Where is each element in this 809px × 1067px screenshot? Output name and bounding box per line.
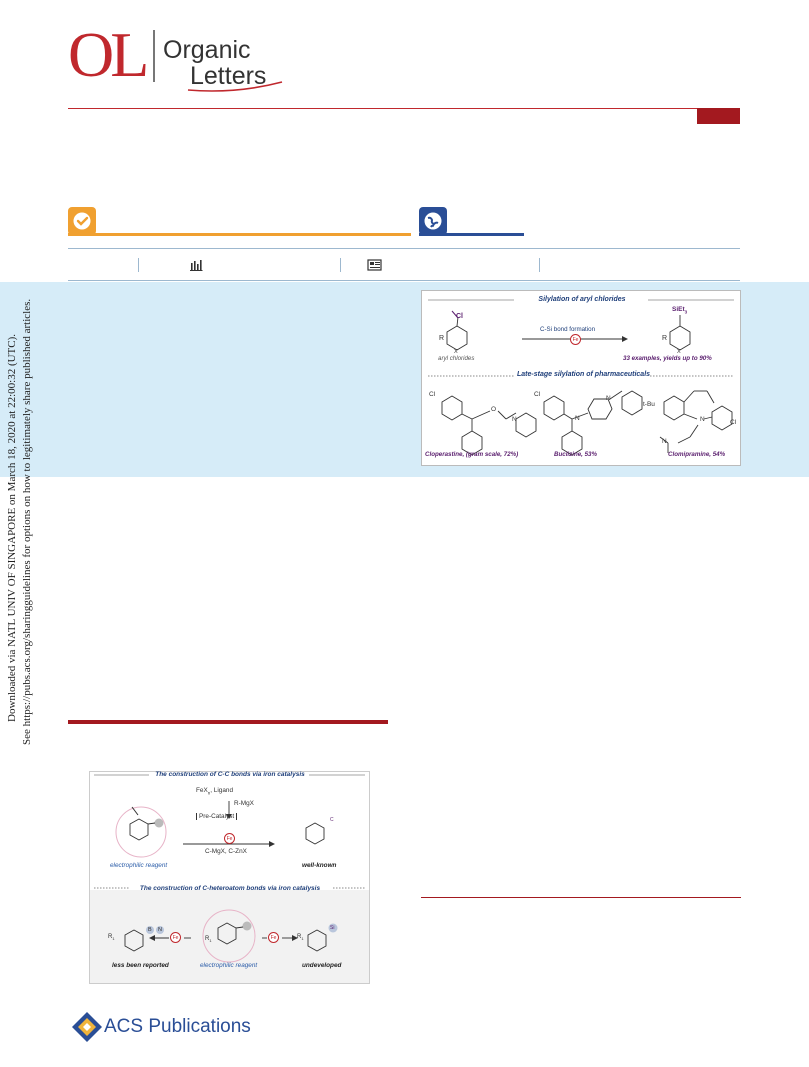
fe-catalyst-circle: Fe (570, 334, 581, 345)
metrics-bottom-rule (68, 280, 740, 281)
product-group-label: SiEt3 (672, 306, 687, 314)
figure-1-reagents-3: C-MgX, C-ZnX (205, 848, 247, 855)
check-badge-icon[interactable] (68, 207, 96, 235)
clomipramine-cl: Cl (730, 419, 737, 426)
fig-fe-catalyst-circle: Fe (224, 833, 235, 844)
cloperastine-cl: Cl (429, 391, 436, 398)
globe-icon[interactable] (419, 207, 447, 235)
section-rule (68, 720, 388, 724)
product-c-atom: C (330, 817, 334, 823)
atom-si-label: Si (330, 925, 335, 931)
figure-1-title-top: The construction of C-C bonds via iron c… (155, 771, 305, 778)
clomipramine-n1: N (700, 416, 705, 423)
sharing-guidelines-notice[interactable]: See https://pubs.acs.org/sharingguidelin… (21, 298, 33, 745)
article-recommendations-icon[interactable] (367, 258, 383, 272)
metrics-separator (539, 258, 540, 272)
feX-sub: n (207, 790, 211, 796)
metrics-separator (138, 258, 139, 272)
download-notice: Downloaded via NATL UNIV OF SINGAPORE on… (6, 333, 18, 722)
ring-x-label: X (454, 349, 458, 355)
metrics-separator (340, 258, 341, 272)
lower-left-label: less been reported (112, 962, 169, 969)
footnote-rule (421, 897, 741, 898)
buclizine-n1: N (575, 415, 580, 422)
buclizine-tbu: t-Bu (643, 401, 655, 408)
substituent-label: Cl (456, 313, 463, 320)
open-access-bar (419, 233, 524, 236)
acs-logo-icon[interactable] (70, 1010, 104, 1044)
ring-r: R (108, 934, 113, 940)
figure-1-title-bottom: The construction of C-heteroatom bonds v… (139, 885, 321, 892)
lower-left-r-label: R1 (108, 934, 115, 941)
cloperastine-n: N (512, 416, 517, 423)
journal-name-word-1: Organic (163, 36, 251, 64)
result-label: 33 examples, yields up to 90% (623, 355, 712, 362)
ring-r: R (205, 936, 210, 942)
buclizine-n2: N (606, 395, 611, 402)
ring-r-label: R (439, 335, 445, 342)
metrics-top-rule (68, 248, 740, 249)
publisher-name[interactable]: ACS Publications (104, 1016, 251, 1037)
ring-r: R (297, 934, 302, 940)
lower-right-r-label: R1 (297, 934, 304, 941)
figure-1-right-label: well-known (302, 862, 337, 869)
toc-structures (428, 299, 734, 456)
ligand-label: , Ligand (210, 787, 233, 794)
clomipramine-caption: Clomipramine, 54% (668, 451, 726, 458)
pre-catalyst-label: Pre-Catalyst (196, 813, 238, 820)
ring-r-sub: 1 (209, 938, 212, 944)
lower-center-r-label: R1 (205, 936, 212, 943)
ring-r-sub: 1 (301, 936, 304, 942)
product-x-label: X (677, 349, 681, 355)
header-rule (68, 108, 740, 109)
atom-b-label: B (148, 927, 152, 933)
buclizine-caption: Buclizine, 53% (554, 451, 597, 458)
feX-label: FeX (196, 787, 208, 794)
figure-1-reagents-2: R-MgX (234, 800, 254, 807)
clomipramine-n2: N (662, 438, 667, 445)
lower-fe-circle-left: Fe (170, 932, 181, 943)
article-type-tab (697, 108, 740, 124)
lower-center-label: electrophilic reagent (200, 962, 258, 969)
buclizine-cl: Cl (534, 391, 541, 398)
journal-name-word-2: Letters (190, 62, 267, 90)
toc-title-bottom: Late-stage silylation of pharmaceuticals (517, 371, 651, 378)
logo-swoosh (187, 81, 283, 92)
metrics-chart-icon[interactable] (189, 258, 203, 272)
toc-graphic: Silylation of aryl chlorides Cl R X aryl… (421, 290, 741, 466)
toc-title-top: Silylation of aryl chlorides (538, 296, 626, 303)
figure-1-structures (94, 774, 365, 963)
atom-n-label: N (158, 927, 162, 933)
cert-access-bar (68, 233, 411, 236)
ring-r-sub: 1 (112, 936, 115, 942)
figure-1-reagents-1: FeXn, Ligand (196, 787, 233, 795)
product-group-sub: 3 (684, 309, 688, 315)
figure-1-left-label: electrophilic reagent (110, 862, 168, 869)
product-r-label: R (662, 335, 668, 342)
figure-1-lower-panel (90, 890, 369, 983)
arrow-label: C-Si bond formation (540, 326, 596, 333)
cloperastine-caption: Cloperastine, (gram scale, 72%) (425, 451, 519, 458)
substrate-label: aryl chlorides (438, 355, 475, 362)
lower-right-label: undeveloped (302, 962, 342, 969)
product-group: SiEt (672, 306, 685, 313)
logo-divider (153, 30, 155, 82)
cloperastine-o: O (491, 406, 497, 413)
journal-mark: OL (68, 19, 149, 90)
lower-fe-circle-right: Fe (268, 932, 279, 943)
